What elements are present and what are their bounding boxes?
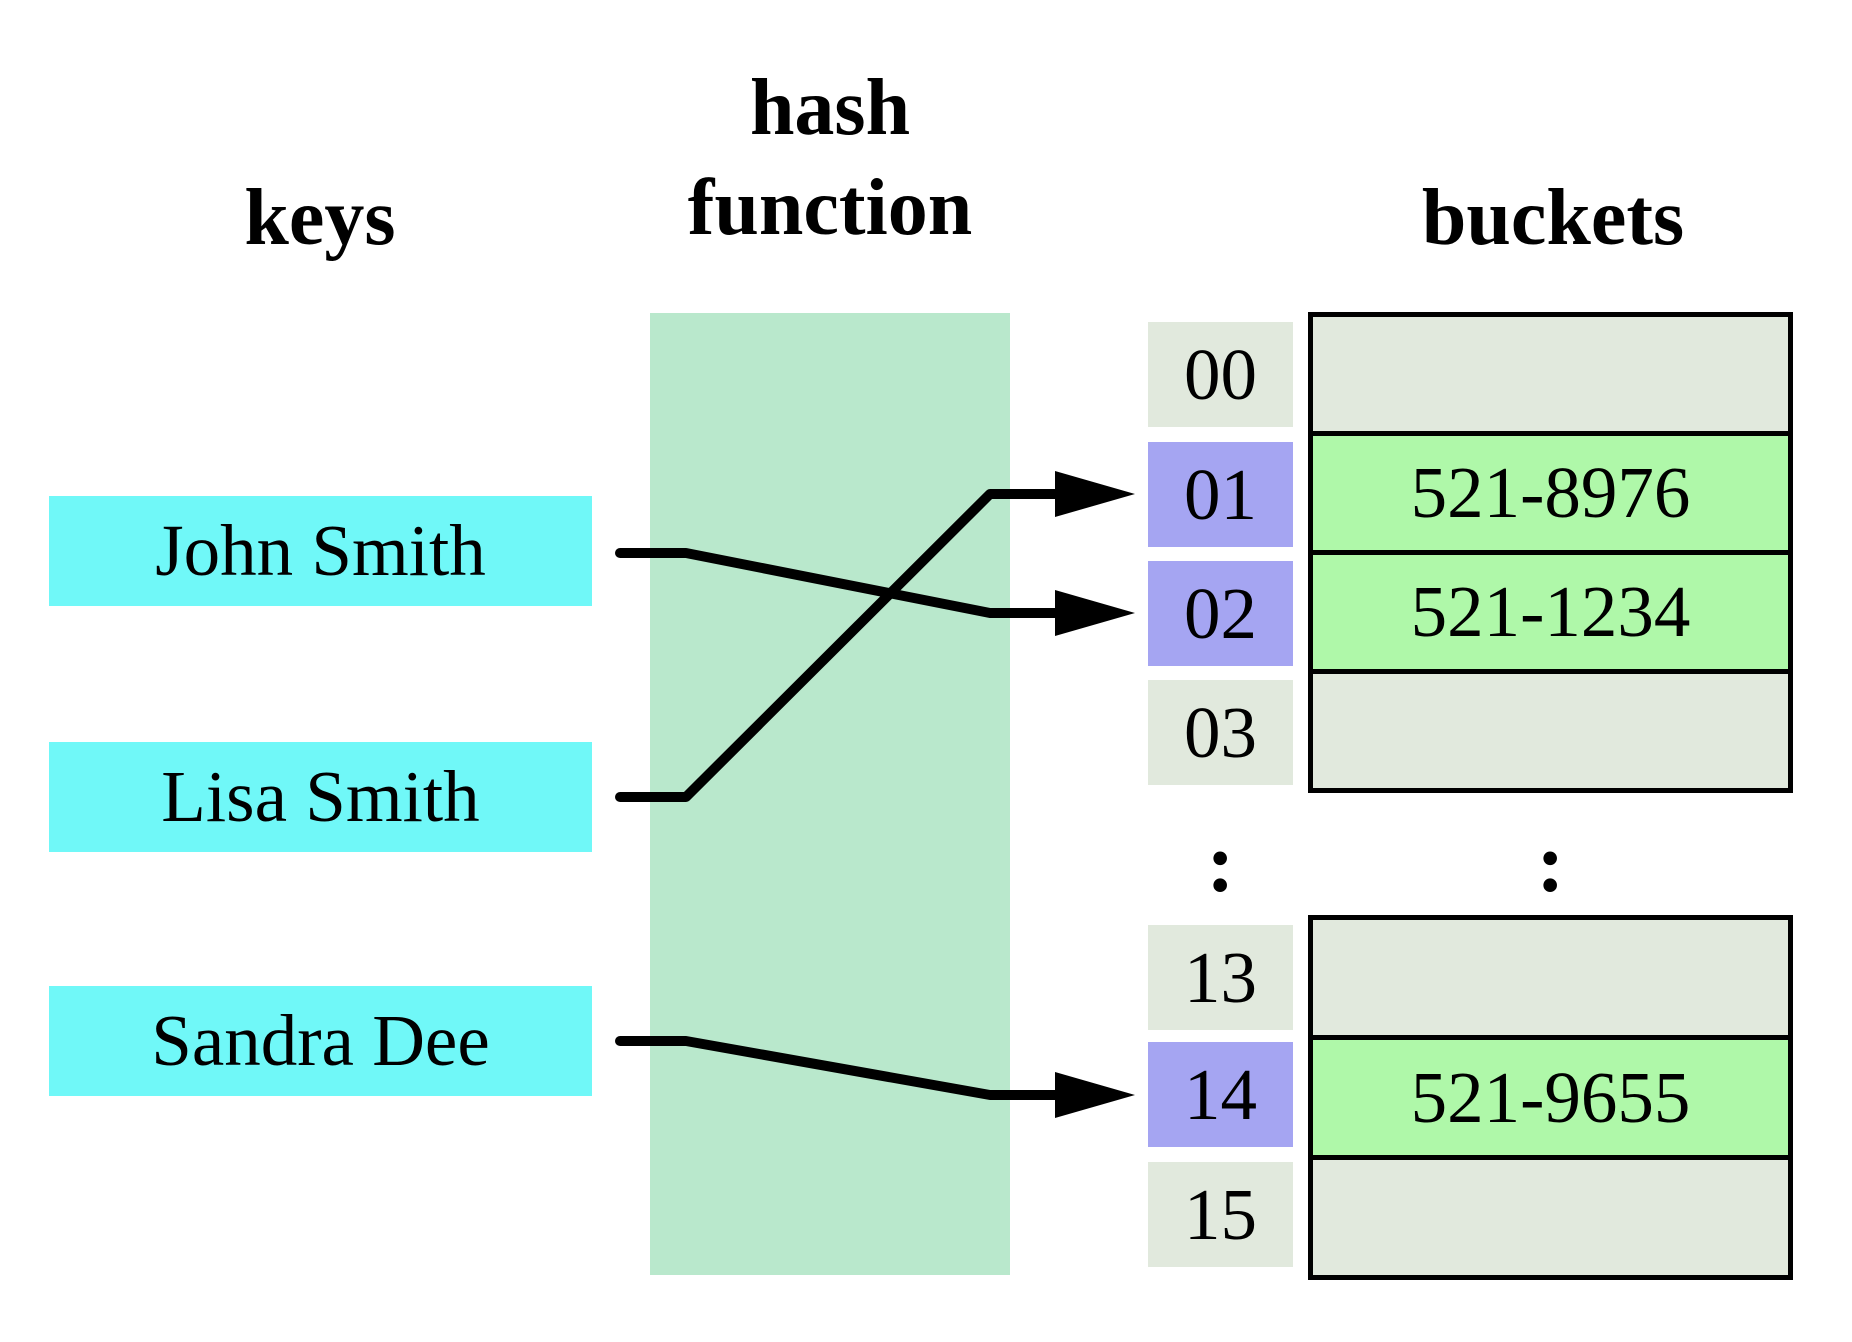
bucket-row-00 [1313, 317, 1788, 431]
key-box-lisa-smith: Lisa Smith [49, 742, 592, 852]
index-cell-15: 15 [1148, 1162, 1293, 1267]
index-cell-13: 13 [1148, 925, 1293, 1030]
buckets-column-heading: buckets [1421, 174, 1685, 262]
hash-function-heading-line1: hash [749, 64, 911, 152]
index-cell-00: 00 [1148, 322, 1293, 427]
bucket-row-15 [1313, 1155, 1788, 1275]
index-cell-14: 14 [1148, 1042, 1293, 1147]
bucket-row-02: 521-1234 [1313, 550, 1788, 669]
index-cell-02: 02 [1148, 561, 1293, 666]
bucket-row-13 [1313, 920, 1788, 1035]
hash-function-heading-line2: function [687, 164, 973, 252]
hash-function-band [650, 313, 1010, 1275]
key-box-john-smith: John Smith [49, 496, 592, 606]
arrow-john-smith-to-02 [615, 548, 1135, 636]
bucket-row-01: 521-8976 [1313, 431, 1788, 550]
bucket-row-03 [1313, 669, 1788, 788]
index-column-ellipsis: : [1206, 817, 1235, 910]
hash-function-heading: hash function [630, 58, 1030, 258]
bucket-table-bottom: 521-9655 [1308, 915, 1793, 1280]
arrow-lisa-smith-to-01 [615, 471, 1135, 802]
key-box-sandra-dee: Sandra Dee [49, 986, 592, 1096]
index-cell-01: 01 [1148, 442, 1293, 547]
bucket-column-ellipsis: : [1536, 817, 1565, 910]
bucket-row-14: 521-9655 [1313, 1035, 1788, 1155]
bucket-table-top: 521-8976 521-1234 [1308, 312, 1793, 793]
index-cell-03: 03 [1148, 680, 1293, 785]
arrow-sandra-dee-to-14 [615, 1036, 1135, 1118]
keys-column-heading: keys [244, 174, 396, 262]
